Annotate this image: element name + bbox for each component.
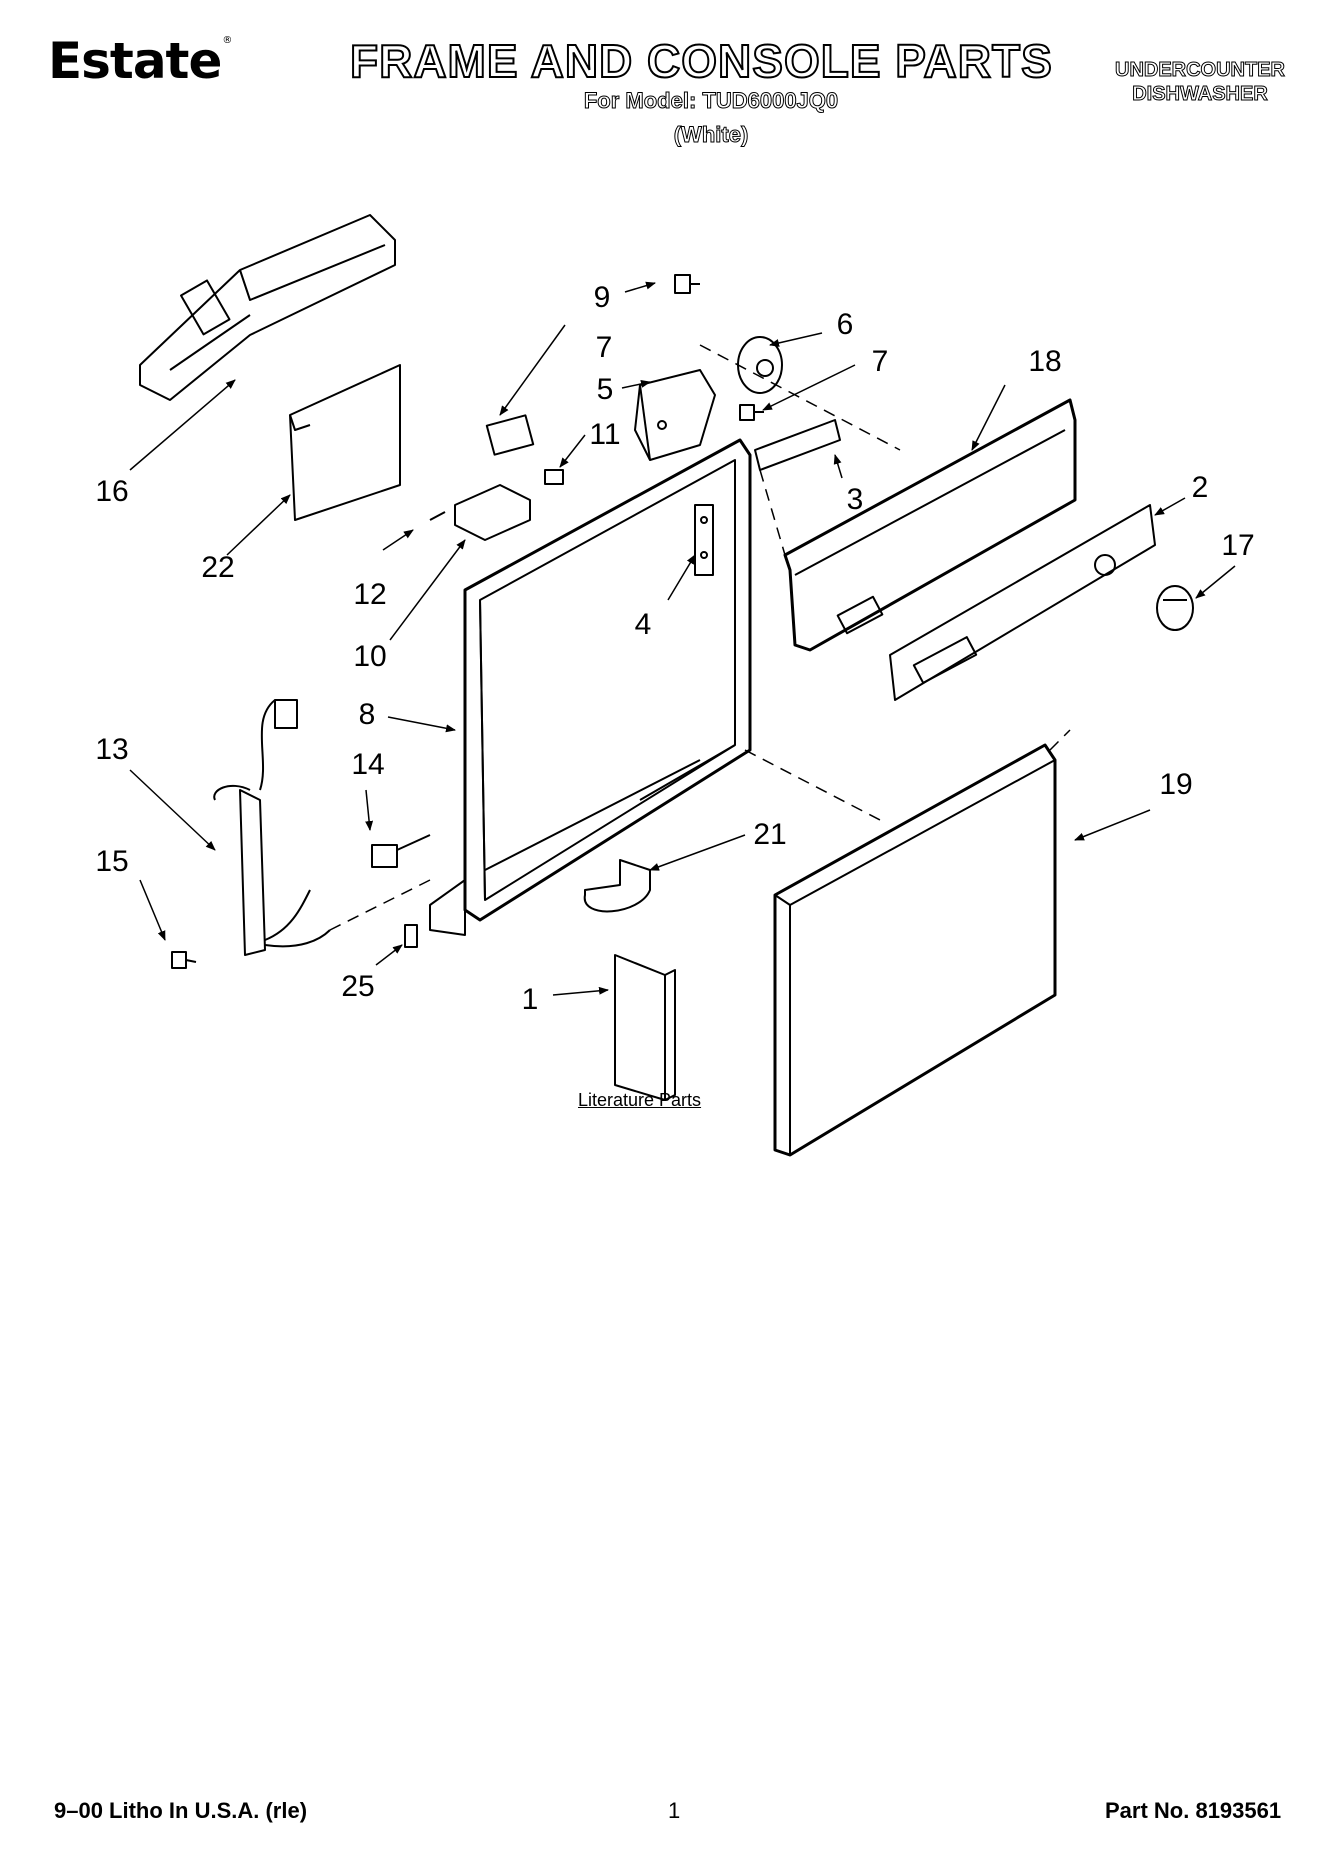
print-info: 9–00 Litho In U.S.A. (rle) xyxy=(54,1798,308,1823)
color-line: (White) xyxy=(673,122,749,147)
callout-22: 22 xyxy=(201,551,235,584)
callout-5: 5 xyxy=(596,373,614,406)
part-21-latch-bracket xyxy=(583,859,651,913)
part-11-switch-actuator xyxy=(544,469,564,485)
part-8-door-frame xyxy=(429,438,752,936)
callout-25: 25 xyxy=(341,970,375,1003)
leader-arrows xyxy=(129,281,1236,996)
part-3-switch-bracket xyxy=(754,419,841,471)
callout-2: 2 xyxy=(1191,471,1209,504)
assembly-dash-lines xyxy=(329,344,1071,931)
category-line-1: UNDERCOUNTER xyxy=(1115,59,1286,82)
callout-3: 3 xyxy=(846,483,864,516)
part-10-switch-holder xyxy=(454,484,531,541)
category-line-2: DISHWASHER xyxy=(1132,83,1269,106)
callout-17: 17 xyxy=(1221,529,1255,562)
part-1-literature-booklet xyxy=(614,954,676,1101)
part-7-screw-upper xyxy=(674,274,700,294)
part-19-outer-door-panel xyxy=(773,743,1057,1157)
part-2-console-overlay xyxy=(889,504,1156,701)
callout-14: 14 xyxy=(351,748,385,781)
part-25-clip xyxy=(404,924,418,948)
callout-18: 18 xyxy=(1028,345,1062,378)
callout-16: 16 xyxy=(95,475,129,508)
literature-parts-label: Literature Parts xyxy=(578,1090,702,1110)
callout-4: 4 xyxy=(634,608,652,641)
model-line: For Model: TUD6000JQ0 xyxy=(583,88,839,113)
page-title: FRAME AND CONSOLE PARTS xyxy=(349,35,1053,87)
part-14-connector xyxy=(371,834,431,868)
callout-7-lower: 7 xyxy=(871,345,889,378)
callout-15: 15 xyxy=(95,845,129,878)
callout-1: 1 xyxy=(521,983,539,1016)
part-18-console-panel xyxy=(783,398,1077,652)
part-22-insulation-pad xyxy=(289,364,401,521)
part-12-gasket-strip xyxy=(429,511,446,521)
part-7-screw-lower xyxy=(739,404,764,421)
callout-19: 19 xyxy=(1159,768,1193,801)
part-9-door-switch xyxy=(485,414,535,456)
callout-7-upper: 7 xyxy=(595,331,613,364)
part-16-vent-cover xyxy=(139,214,396,401)
callout-12: 12 xyxy=(353,578,387,611)
callout-11: 11 xyxy=(589,418,621,451)
page-number: 1 xyxy=(668,1798,681,1823)
part-13-wire-harness xyxy=(213,699,331,956)
part-5-timer-switch xyxy=(634,369,716,461)
callout-6: 6 xyxy=(836,308,854,341)
callout-10: 10 xyxy=(353,640,387,673)
part-17-control-knob xyxy=(1156,585,1194,631)
brand-logo: Estate® xyxy=(48,32,232,90)
callout-21: 21 xyxy=(753,818,787,851)
callout-13: 13 xyxy=(95,733,129,766)
part-15-screw xyxy=(171,951,197,969)
part-4-frame-bracket xyxy=(694,504,714,576)
callout-8: 8 xyxy=(358,698,376,731)
appliance-category: UNDERCOUNTER DISHWASHER xyxy=(1100,58,1300,106)
part-number: Part No. 8193561 xyxy=(1105,1798,1282,1823)
callout-9: 9 xyxy=(593,281,611,314)
